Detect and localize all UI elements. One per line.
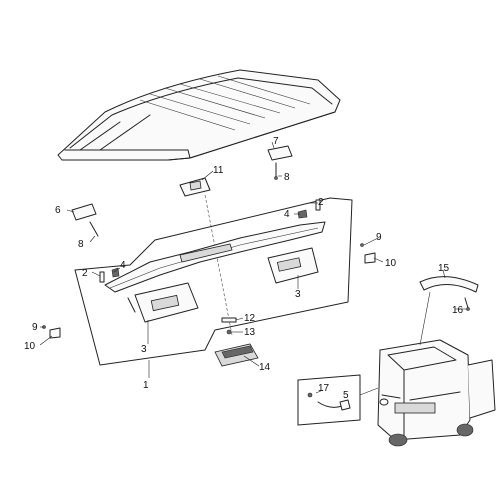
- callout-4-right: 4: [284, 209, 290, 220]
- side-plug-right: [360, 243, 376, 264]
- callout-3-right: 3: [295, 289, 301, 300]
- callout-17: 17: [318, 383, 330, 394]
- callout-leaders: [39, 141, 466, 394]
- callout-6: 6: [55, 205, 61, 216]
- visor-clip-left: [99, 267, 120, 283]
- callout-15: 15: [438, 263, 450, 274]
- sun-visor-right: [267, 247, 319, 284]
- alignment-axis: [204, 194, 233, 336]
- wiring-detail-box: [297, 374, 379, 426]
- callout-2-right: 2: [318, 197, 324, 208]
- visor-clip-right: [297, 199, 321, 219]
- callout-5: 5: [343, 390, 349, 401]
- headliner-outline: [74, 197, 353, 366]
- callout-12: 12: [244, 313, 256, 324]
- callout-10-right: 10: [385, 258, 397, 269]
- detail-leader-handle: [419, 291, 431, 346]
- side-plug-left: [42, 325, 61, 339]
- callout-10-left: 10: [24, 341, 36, 352]
- callout-4-left: 4: [120, 260, 126, 271]
- callout-11: 11: [213, 165, 224, 176]
- callout-13: 13: [244, 327, 256, 338]
- callout-9-left: 9: [32, 322, 38, 333]
- center-bracket: [179, 177, 211, 197]
- callout-14: 14: [259, 362, 271, 373]
- roof-panel: [57, 69, 341, 161]
- callout-8-right: 8: [284, 172, 290, 183]
- callout-8-left: 8: [78, 239, 84, 250]
- roof-bracket-right: [267, 145, 293, 180]
- callout-2-left: 2: [82, 268, 88, 279]
- roof-bracket-left: [71, 203, 99, 237]
- vehicle-illustration: [377, 339, 496, 447]
- callout-labels: 1 2 4 3 3 4 2 7 8 6 8 9 10 9 10 11 12 13…: [24, 136, 464, 401]
- sun-visor-left: [127, 282, 199, 323]
- dome-lamp: [214, 343, 259, 367]
- callout-3-left: 3: [141, 344, 147, 355]
- callout-9-right: 9: [376, 232, 382, 243]
- callout-1: 1: [143, 380, 149, 391]
- grab-handle: [419, 276, 479, 311]
- header-rail: [104, 221, 326, 293]
- callout-16: 16: [452, 305, 464, 316]
- callout-7: 7: [273, 136, 279, 147]
